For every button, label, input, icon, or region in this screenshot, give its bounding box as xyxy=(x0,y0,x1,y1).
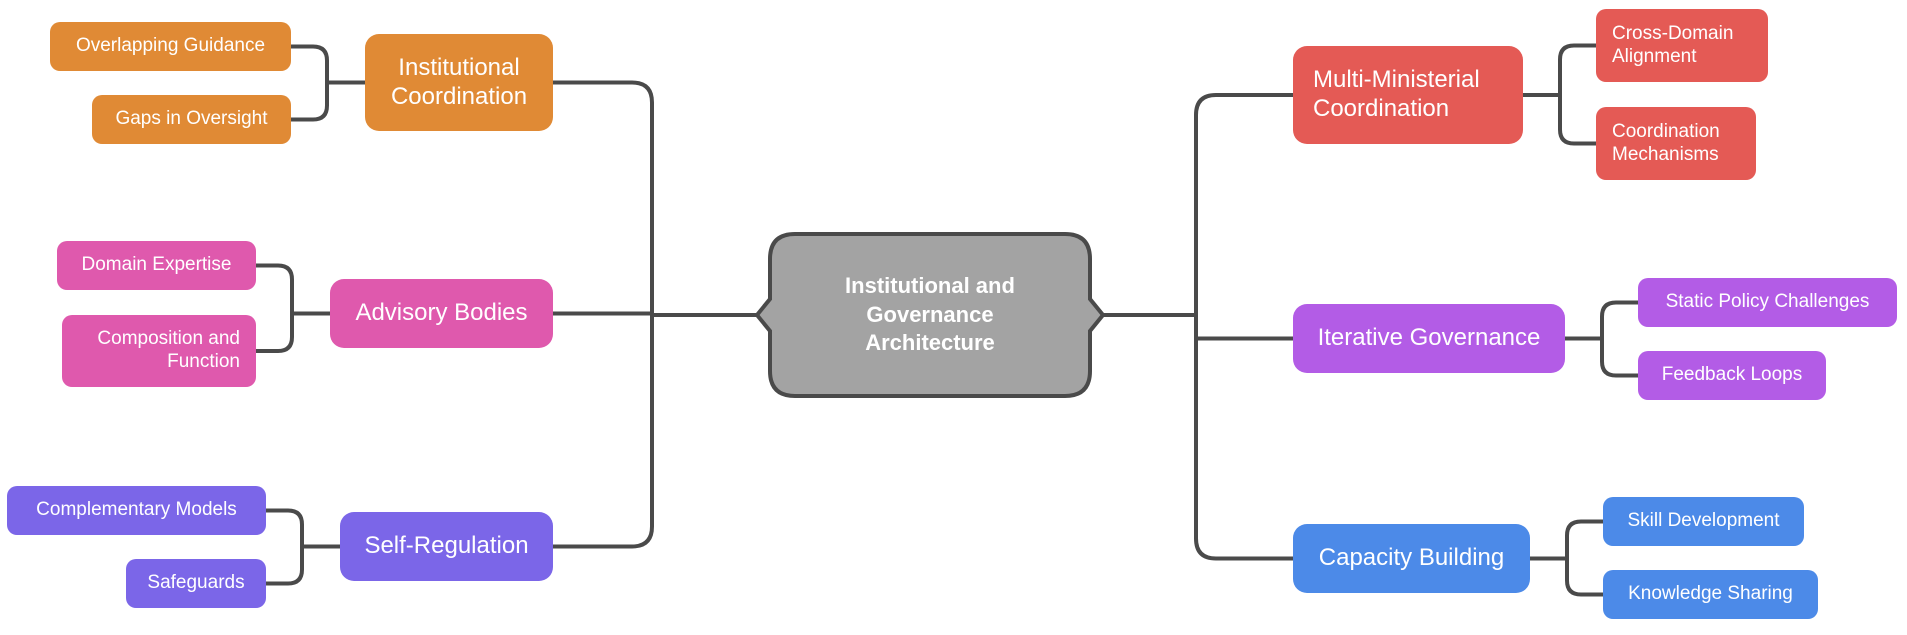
leaf-gaps-in-oversight[interactable]: Gaps in Oversight xyxy=(92,95,291,144)
leaf-label: Complementary Models xyxy=(36,499,237,521)
branch-label: Institutional Coordination xyxy=(390,53,528,110)
leaf-label: Domain Expertise xyxy=(81,254,232,276)
leaf-label: Cross-Domain Alignment xyxy=(1612,22,1734,67)
branch-iterative-governance[interactable]: Iterative Governance xyxy=(1293,304,1565,373)
branch-institutional-coordination[interactable]: Institutional Coordination xyxy=(365,34,553,131)
root-node-shape xyxy=(754,232,1106,398)
leaf-label: Feedback Loops xyxy=(1661,364,1803,386)
leaf-label: Static Policy Challenges xyxy=(1665,291,1870,313)
leaf-label: Knowledge Sharing xyxy=(1628,583,1793,605)
branch-label: Capacity Building xyxy=(1318,544,1505,572)
leaf-label: Composition and Function xyxy=(97,328,240,372)
root-node-label: Institutional and Governance Architectur… xyxy=(845,273,1015,356)
leaf-overlapping-guidance[interactable]: Overlapping Guidance xyxy=(50,22,291,71)
branch-advisory-bodies[interactable]: Advisory Bodies xyxy=(330,279,553,348)
leaf-label: Safeguards xyxy=(147,572,245,594)
leaf-cross-domain-alignment[interactable]: Cross-Domain Alignment xyxy=(1596,9,1768,82)
branch-self-regulation[interactable]: Self-Regulation xyxy=(340,512,553,581)
leaf-domain-expertise[interactable]: Domain Expertise xyxy=(57,241,256,290)
leaf-composition-and-function[interactable]: Composition and Function xyxy=(62,315,256,387)
leaf-coordination-mechanisms[interactable]: Coordination Mechanisms xyxy=(1596,107,1756,180)
leaf-knowledge-sharing[interactable]: Knowledge Sharing xyxy=(1603,570,1818,619)
root-node[interactable]: Institutional and Governance Architectur… xyxy=(754,232,1106,398)
branch-capacity-building[interactable]: Capacity Building xyxy=(1293,524,1530,593)
branch-label: Self-Regulation xyxy=(364,532,529,560)
leaf-label: Coordination Mechanisms xyxy=(1612,120,1720,165)
leaf-skill-development[interactable]: Skill Development xyxy=(1603,497,1804,546)
branch-label: Iterative Governance xyxy=(1317,324,1541,352)
leaf-label: Gaps in Oversight xyxy=(115,108,268,130)
leaf-complementary-models[interactable]: Complementary Models xyxy=(7,486,266,535)
leaf-feedback-loops[interactable]: Feedback Loops xyxy=(1638,351,1826,400)
leaf-safeguards[interactable]: Safeguards xyxy=(126,559,266,608)
branch-multi-ministerial-coordination[interactable]: Multi-Ministerial Coordination xyxy=(1293,46,1523,144)
leaf-label: Overlapping Guidance xyxy=(75,35,266,57)
branch-label: Advisory Bodies xyxy=(355,299,528,327)
leaf-label: Skill Development xyxy=(1627,510,1780,532)
branch-label: Multi-Ministerial Coordination xyxy=(1313,66,1480,122)
leaf-static-policy-challenges[interactable]: Static Policy Challenges xyxy=(1638,278,1897,327)
